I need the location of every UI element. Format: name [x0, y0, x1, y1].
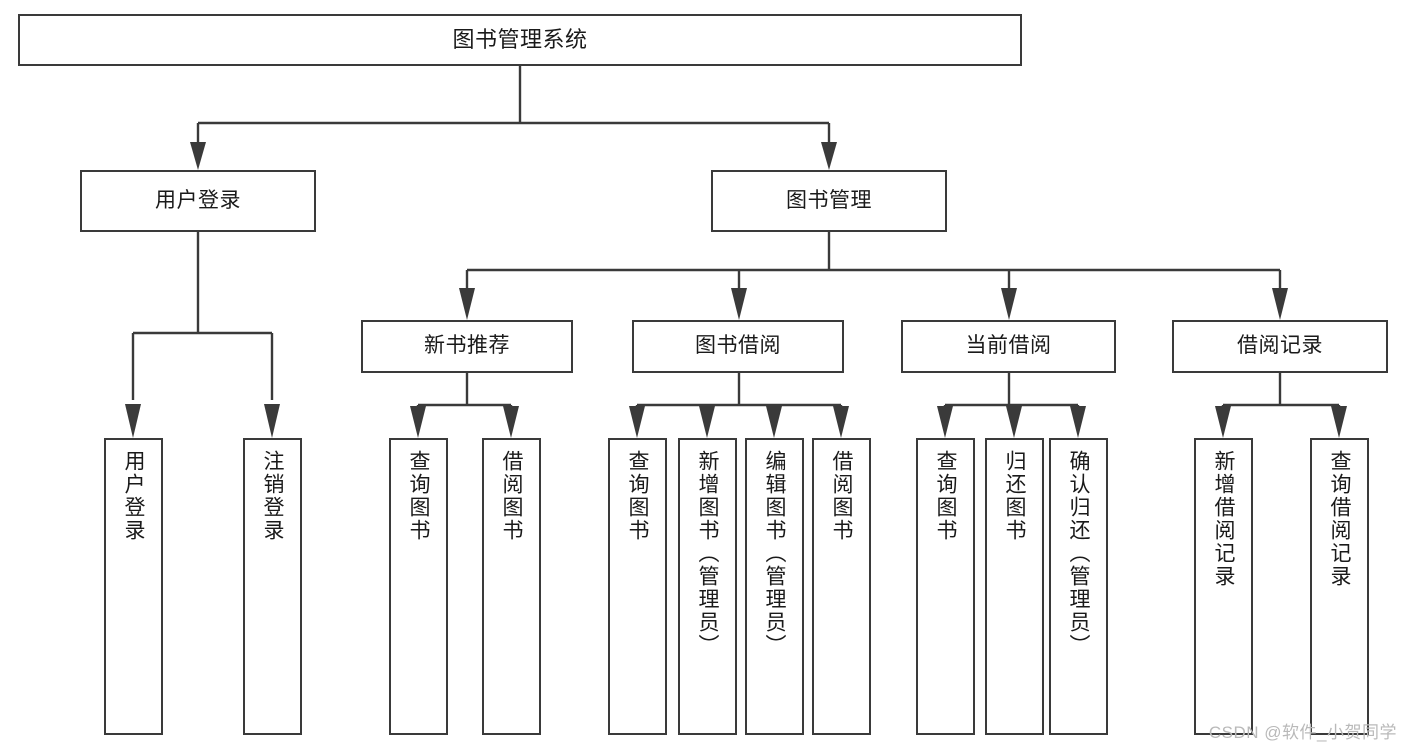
- node-book-manage[interactable]: 图书管理: [711, 170, 947, 232]
- node-leaf-return-book[interactable]: 归还图书: [985, 438, 1044, 735]
- node-leaf-confirm-return-label: 确认归还（管理员）: [1067, 450, 1090, 657]
- node-leaf-query-book-1[interactable]: 查询图书: [389, 438, 448, 735]
- node-borrow-record-label: 借阅记录: [1237, 334, 1323, 358]
- node-leaf-borrow-book-2-label: 借阅图书: [830, 450, 853, 542]
- node-leaf-query-book-3[interactable]: 查询图书: [916, 438, 975, 735]
- node-leaf-add-record[interactable]: 新增借阅记录: [1194, 438, 1253, 735]
- node-book-borrow-label: 图书借阅: [695, 334, 781, 358]
- node-leaf-edit-book[interactable]: 编辑图书（管理员）: [745, 438, 804, 735]
- node-user-login[interactable]: 用户登录: [80, 170, 316, 232]
- node-leaf-confirm-return[interactable]: 确认归还（管理员）: [1049, 438, 1108, 735]
- node-borrow-record[interactable]: 借阅记录: [1172, 320, 1388, 373]
- node-book-manage-label: 图书管理: [786, 188, 872, 212]
- node-leaf-query-book-2-label: 查询图书: [626, 450, 649, 542]
- node-user-login-label: 用户登录: [155, 188, 241, 212]
- node-leaf-borrow-book-1[interactable]: 借阅图书: [482, 438, 541, 735]
- node-leaf-edit-book-label: 编辑图书（管理员）: [763, 450, 786, 657]
- node-new-book-recommend[interactable]: 新书推荐: [361, 320, 573, 373]
- node-leaf-add-record-label: 新增借阅记录: [1212, 450, 1235, 588]
- node-leaf-logout-login[interactable]: 注销登录: [243, 438, 302, 735]
- node-leaf-query-record-label: 查询借阅记录: [1328, 450, 1351, 588]
- node-root-label: 图书管理系统: [452, 27, 588, 53]
- watermark: CSDN @软件_小贺同学: [1208, 723, 1397, 742]
- node-current-borrow-label: 当前借阅: [965, 334, 1052, 358]
- node-leaf-query-record[interactable]: 查询借阅记录: [1310, 438, 1369, 735]
- node-leaf-user-login-label: 用户登录: [122, 450, 145, 542]
- node-root[interactable]: 图书管理系统: [18, 14, 1022, 66]
- node-leaf-query-book-2[interactable]: 查询图书: [608, 438, 667, 735]
- node-leaf-logout-login-label: 注销登录: [261, 450, 284, 542]
- node-leaf-add-book-label: 新增图书（管理员）: [696, 450, 719, 657]
- node-leaf-query-book-1-label: 查询图书: [407, 450, 430, 542]
- node-book-borrow[interactable]: 图书借阅: [632, 320, 844, 373]
- node-leaf-borrow-book-2[interactable]: 借阅图书: [812, 438, 871, 735]
- node-current-borrow[interactable]: 当前借阅: [901, 320, 1116, 373]
- node-new-book-recommend-label: 新书推荐: [424, 334, 510, 358]
- node-leaf-return-book-label: 归还图书: [1003, 450, 1026, 542]
- node-leaf-user-login[interactable]: 用户登录: [104, 438, 163, 735]
- node-leaf-query-book-3-label: 查询图书: [934, 450, 957, 542]
- node-leaf-add-book[interactable]: 新增图书（管理员）: [678, 438, 737, 735]
- node-leaf-borrow-book-1-label: 借阅图书: [500, 450, 523, 542]
